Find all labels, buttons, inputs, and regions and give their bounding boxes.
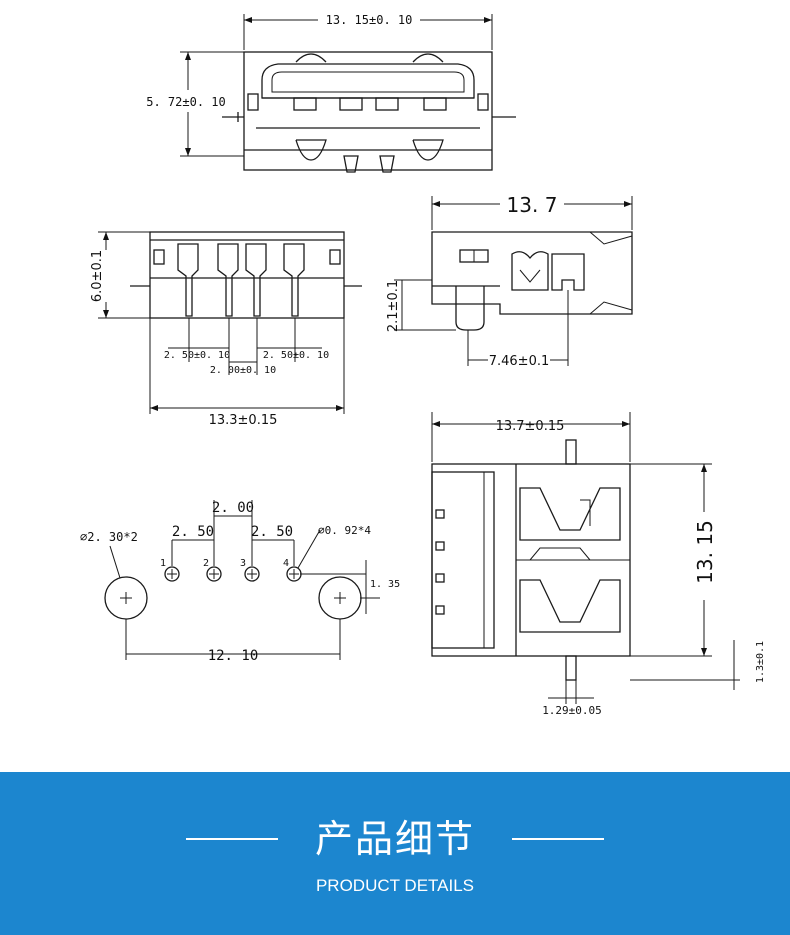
bottom-pin-width-dim: 1.29±0.05 <box>542 704 602 717</box>
bottom-length-dim: 13.7±0.15 <box>496 419 565 434</box>
pcb-pitch-center: 2. 00 <box>212 500 254 516</box>
front-pitch-right: 2. 50±0. 10 <box>263 350 329 361</box>
spring-contact-lower <box>519 579 621 633</box>
top-width-dim: 13. 15±0. 10 <box>326 13 413 27</box>
hole-small-dim: ∅0. 92*4 <box>318 524 371 537</box>
side-pin-height-dim: 2.1±0.1 <box>386 280 401 332</box>
pcb-layout: 1 2 3 4 2. 00 2. 50 2. 50 ∅2. 30*2 ∅0. 9… <box>80 500 400 664</box>
pcb-pitch-right: 2. 50 <box>251 524 293 540</box>
top-view: 13. 15±0. 10 5. 72±0. 10 <box>146 13 516 173</box>
banner-title: 产品细节 <box>314 817 475 861</box>
banner-left-rule <box>186 838 278 840</box>
pin-number-1: 1 <box>160 558 166 569</box>
side-pin-offset-dim: 7.46±0.1 <box>489 354 550 369</box>
bottom-width-dim: 13. 15 <box>693 520 717 584</box>
pin-number-2: 2 <box>203 558 209 569</box>
banner-subtitle: PRODUCT DETAILS <box>315 876 475 895</box>
pcb-pitch-left: 2. 50 <box>172 524 214 540</box>
bottom-view: 13.7±0.15 13. 15 1.3±0.1 1.29±0.05 <box>431 412 766 717</box>
banner-right-rule <box>512 838 604 840</box>
technical-drawing: 13. 15±0. 10 5. 72±0. 10 6.0±0.1 <box>80 13 766 717</box>
top-height-dim: 5. 72±0. 10 <box>146 95 225 109</box>
hole-large-dim: ∅2. 30*2 <box>80 530 138 544</box>
side-view: 13. 7 2.1±0.1 7.46±0.1 <box>386 193 633 369</box>
front-pitch-left: 2. 50±0. 10 <box>164 350 230 361</box>
pin-number-4: 4 <box>283 558 289 569</box>
pcb-offset-dim: 1. 35 <box>370 579 400 590</box>
pcb-span-dim: 12. 10 <box>208 648 259 664</box>
pin-number-3: 3 <box>240 558 246 569</box>
side-length-dim: 13. 7 <box>507 193 558 217</box>
top-view-opening <box>261 63 475 99</box>
bottom-offset-dim: 1.3±0.1 <box>755 641 766 683</box>
product-details-banner: 产品细节 PRODUCT DETAILS <box>0 772 790 935</box>
front-height-dim: 6.0±0.1 <box>90 250 105 302</box>
front-width-dim: 13.3±0.15 <box>209 413 278 428</box>
front-pitch-center: 2. 00±0. 10 <box>210 365 276 376</box>
front-view: 6.0±0.1 2. 50±0. 10 2. 50±0. 10 2. 00±0.… <box>90 231 362 428</box>
top-view-shell <box>243 51 493 171</box>
spring-contact-upper <box>519 487 621 541</box>
